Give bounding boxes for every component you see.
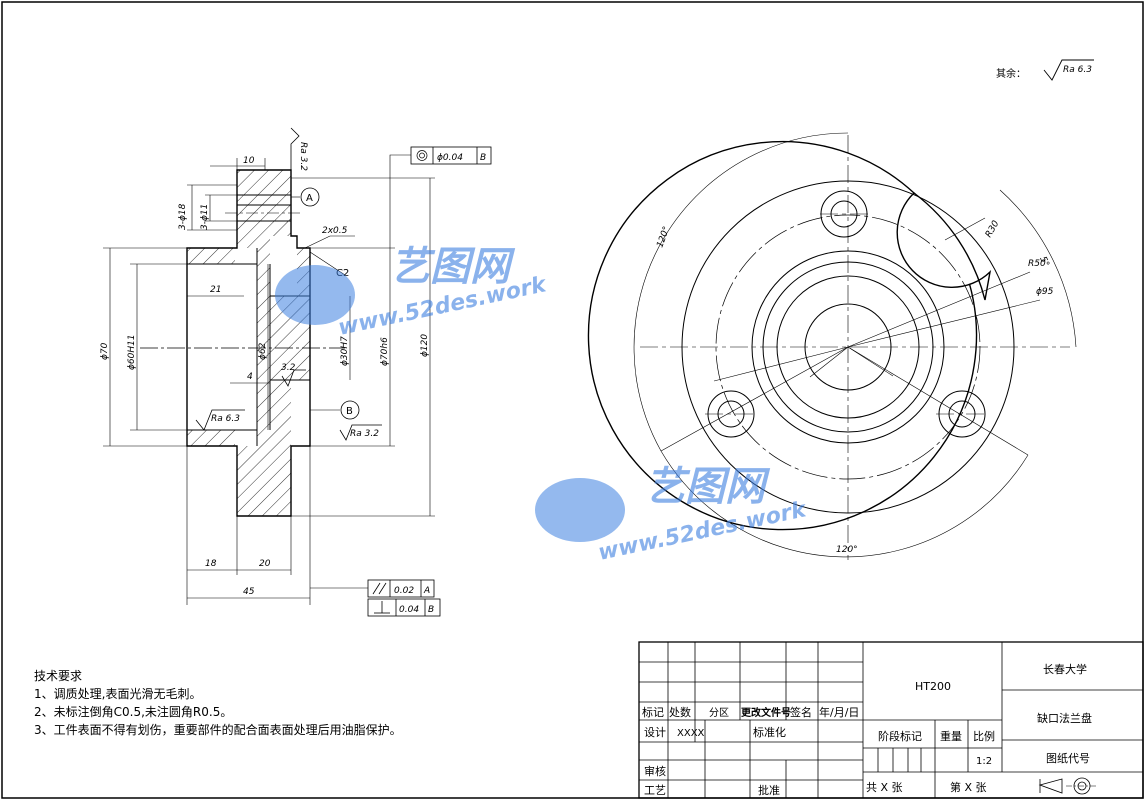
- dim-d120: ϕ120: [420, 334, 430, 357]
- tb-standard: 标准化: [753, 725, 786, 739]
- section-hatch-flange: [237, 170, 291, 264]
- angle-right-label: 5°: [1037, 255, 1050, 269]
- tb-zone: 分区: [709, 707, 729, 719]
- roughness-left-icon: [195, 409, 245, 431]
- dim-2x05: 2x0.5: [322, 226, 348, 236]
- title-block-texts: 标记 处数 分区 更改文件号 签名 年/月/日 设计 XXXX 标准化 审核 工…: [642, 662, 1092, 797]
- concentricity-icon: [416, 150, 428, 161]
- tb-approve: 批准: [758, 783, 780, 797]
- projection-symbol-icon: [1038, 777, 1098, 795]
- datum-b-circle: [340, 400, 360, 420]
- dim-d62: ϕ62: [258, 342, 268, 360]
- tb-sheet-no: 第 X 张: [950, 780, 987, 794]
- section-hatch-lower: [237, 446, 291, 516]
- dim-4: 4: [247, 372, 253, 382]
- dim-20: 20: [259, 559, 271, 569]
- tech-item-1: 1、调质处理,表面光滑无毛刺。: [34, 687, 201, 701]
- tb-change-doc: 更改文件号: [741, 706, 791, 719]
- dim-21: 21: [210, 285, 221, 295]
- section-view-labels: 10 3-ϕ18 3-ϕ11 Ra 3.2 A B 2x0.5 C2 21 ϕ7…: [100, 142, 486, 615]
- watermark-globe-icon: [275, 265, 355, 325]
- tb-process: 工艺: [644, 784, 666, 797]
- tb-review: 审核: [644, 764, 666, 778]
- flange-outer-notched: [587, 140, 978, 531]
- roughness-small-icon: [281, 369, 306, 387]
- default-surface-finish: 其余： Ra 6.3: [996, 59, 1094, 81]
- default-finish-ra: Ra 6.3: [1063, 65, 1092, 75]
- tol-parallel-datum: A: [423, 586, 430, 596]
- angle-arc-top: [633, 132, 849, 452]
- datum-a-circle: [300, 187, 320, 207]
- tb-school: 长春大学: [1043, 662, 1087, 676]
- tol-coax-frame: [410, 146, 492, 165]
- ra-top: Ra 3.2: [298, 142, 308, 171]
- tb-weight: 重量: [940, 729, 962, 743]
- dim-10: 10: [243, 156, 255, 166]
- watermark-globe-icon-2: [535, 478, 625, 542]
- title-block: [638, 641, 1144, 799]
- tb-designer: XXXX: [677, 728, 705, 739]
- tb-design: 设计: [644, 726, 666, 739]
- roughness-right-icon: [339, 424, 382, 441]
- tb-count: 处数: [669, 706, 691, 719]
- section-view: [103, 127, 492, 617]
- r30-label: R30: [984, 219, 1002, 240]
- tol-perp-value: 0.04: [399, 605, 419, 615]
- tb-scale: 1:2: [976, 756, 992, 767]
- tol-perp-frame: [367, 598, 441, 617]
- tol-coax-datum: B: [480, 153, 486, 163]
- default-finish-label: 其余：: [996, 67, 1026, 80]
- roughness-top-icon: [290, 127, 300, 170]
- tb-date: 年/月/日: [819, 705, 859, 719]
- tb-sign: 签名: [790, 705, 812, 719]
- tb-material: HT200: [915, 680, 951, 693]
- angle-arc-bottom: [660, 450, 1029, 558]
- watermark-2: 艺图网 www.52des.work: [535, 464, 810, 566]
- dim-45: 45: [243, 587, 255, 597]
- ra-right: Ra 3.2: [350, 429, 379, 439]
- roughness-symbol-icon: [1043, 59, 1094, 81]
- dim-d30: ϕ30H7: [340, 336, 350, 366]
- dim-18: 18: [205, 559, 217, 569]
- tol-parallel-frame: [367, 579, 435, 598]
- tol-parallel-value: 0.02: [394, 586, 414, 596]
- section-outline: [186, 169, 311, 517]
- tech-title: 技术要求: [34, 669, 82, 683]
- angle-top-label: 120°: [655, 225, 672, 249]
- tech-requirements: 技术要求 1、调质处理,表面光滑无毛刺。 2、未标注倒角C0.5,未注圆角R0.…: [34, 669, 402, 737]
- dim-holes-11: 3-ϕ11: [200, 204, 210, 230]
- angle-arc-right: [999, 189, 1077, 348]
- dim-d70h6: ϕ70h6: [380, 337, 390, 366]
- tol-coax-value: ϕ0.04: [437, 153, 463, 163]
- ra-small: 3.2: [281, 363, 296, 373]
- watermark-brand-2: 艺图网: [645, 464, 771, 510]
- tb-scale-label: 比例: [973, 729, 995, 743]
- tech-item-2: 2、未标注倒角C0.5,未注圆角R0.5。: [34, 704, 232, 719]
- tb-part-name: 缺口法兰盘: [1037, 711, 1092, 725]
- tb-mark: 标记: [642, 705, 664, 719]
- tb-drawing-no: 图纸代号: [1046, 752, 1090, 765]
- tb-stage: 阶段标记: [878, 729, 922, 743]
- ra-left: Ra 6.3: [211, 414, 240, 424]
- datum-a-label: A: [306, 193, 313, 204]
- dim-d60: ϕ60H11: [127, 334, 137, 370]
- notch-arc: [896, 192, 992, 301]
- dim-holes-18: 3-ϕ18: [178, 203, 188, 230]
- tol-perp-datum: B: [428, 605, 434, 615]
- watermark-1: 艺图网 www.52des.work: [275, 244, 550, 341]
- tech-item-3: 3、工件表面不得有划伤，重要部件的配合面表面处理后用油脂保护。: [34, 722, 402, 737]
- watermark-brand-1: 艺图网: [390, 244, 516, 290]
- datum-b-label: B: [346, 406, 353, 417]
- parallel-icon: [372, 582, 381, 595]
- angle-bottom-label: 120°: [836, 545, 858, 555]
- d95-label: ϕ95: [1036, 287, 1054, 297]
- dim-d70: ϕ70: [100, 342, 110, 360]
- tb-total-sheets: 共 X 张: [866, 781, 903, 794]
- r50-label: R50: [1028, 259, 1046, 269]
- plan-view: [587, 132, 1077, 560]
